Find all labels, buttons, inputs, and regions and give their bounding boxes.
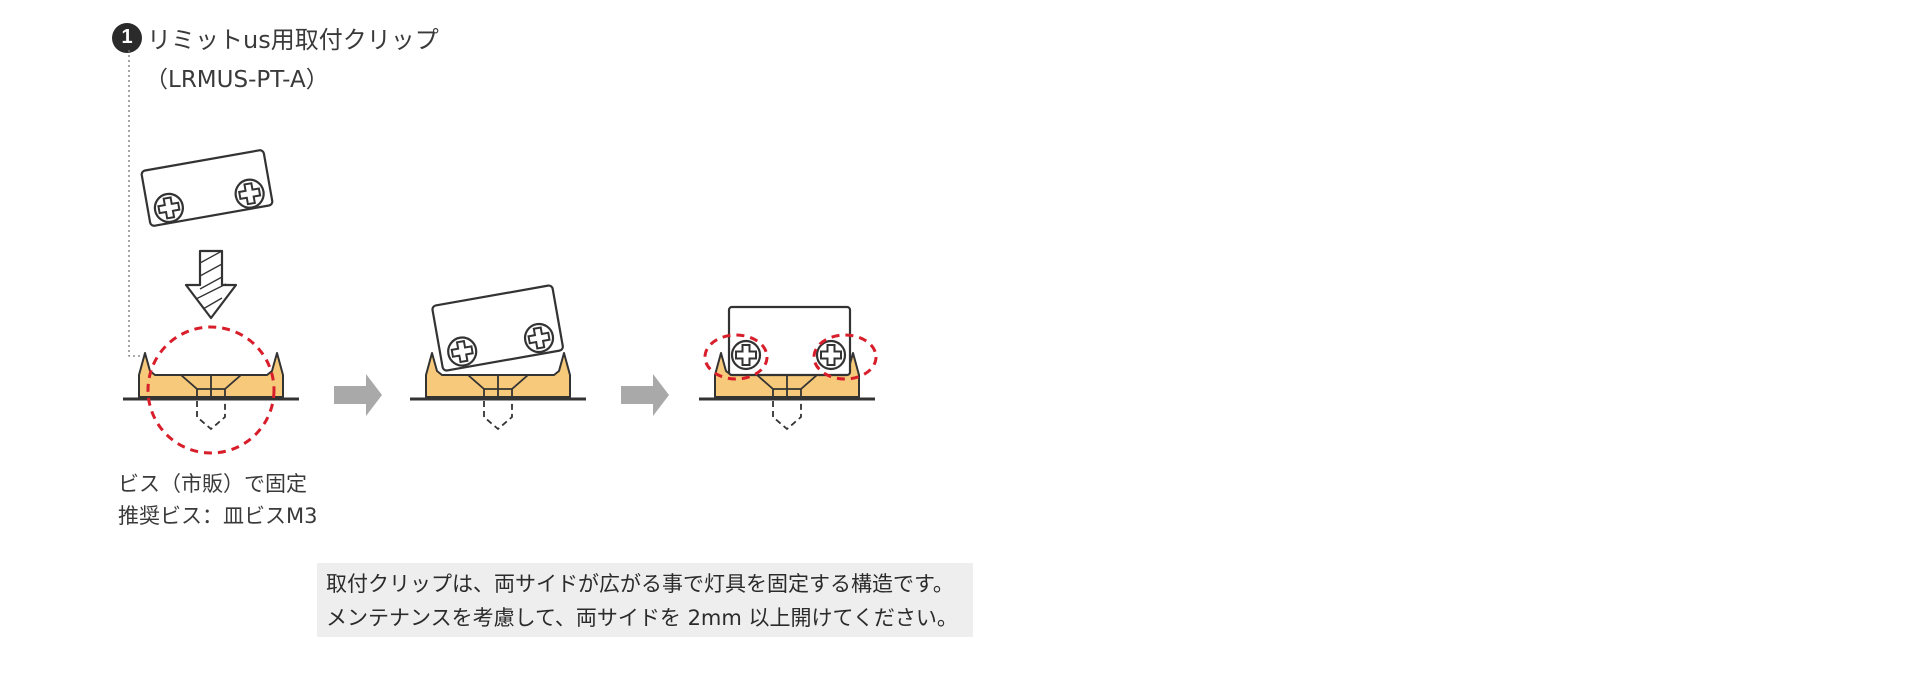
down-arrow-icon <box>184 249 238 320</box>
highlight-left <box>703 333 769 381</box>
highlight-right <box>812 333 878 381</box>
screw-caption: ビス（市販）で固定 推奨ビス：皿ビスM3 <box>118 468 317 532</box>
right-arrow-icon <box>621 374 669 416</box>
phillips-screw-icon <box>730 339 762 371</box>
note-line2: メンテナンスを考慮して、両サイドを 2mm 以上開けてください。 <box>326 606 958 630</box>
right-arrow-icon <box>334 374 382 416</box>
note-box: 取付クリップは、両サイドが広がる事で灯具を固定する構造です。 メンテナンスを考慮… <box>317 563 973 637</box>
step-title: 1 リミットus用取付クリップ <box>112 20 439 55</box>
fixture-tilted <box>431 284 564 372</box>
screw-caption-line1: ビス（市販）で固定 <box>118 472 307 496</box>
screw-caption-line2: 推奨ビス：皿ビスM3 <box>118 504 318 528</box>
fixture-falling <box>140 149 274 227</box>
step-number-badge: 1 <box>112 22 142 53</box>
highlight-circle <box>146 325 276 455</box>
phillips-screw-icon <box>815 339 847 371</box>
clip-step-2 <box>408 351 588 431</box>
leader-line <box>128 50 140 357</box>
step-title-text: リミットus用取付クリップ <box>147 26 439 54</box>
note-line1: 取付クリップは、両サイドが広がる事で灯具を固定する構造です。 <box>326 572 954 596</box>
part-code: （LRMUS-PT-A） <box>145 67 329 93</box>
